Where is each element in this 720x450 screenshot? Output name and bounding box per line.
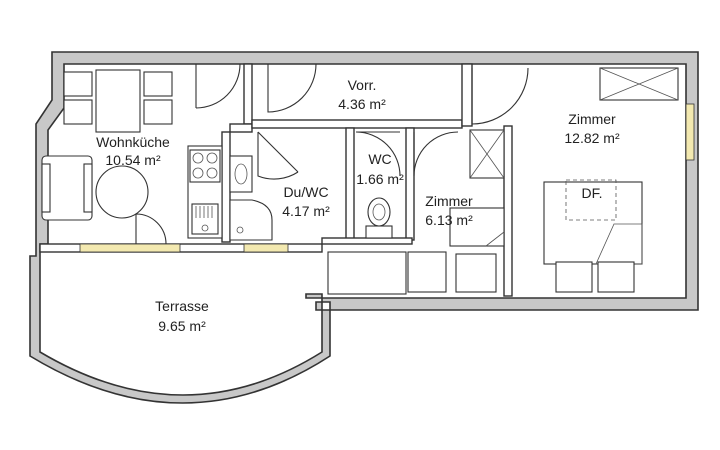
door-zimmer-big [471,67,529,125]
bed [543,181,643,293]
windows [79,103,695,253]
door-wc [355,131,401,177]
label-duwc-area: 4.17 m² [282,203,330,219]
label-wc-area: 1.66 m² [356,171,404,187]
desk-small [449,207,505,247]
label-vorr-name: Vorr. [348,77,377,93]
window-terrace-left [79,243,181,253]
label-terrasse-name: Terrasse [155,298,209,314]
label-vorr-area: 4.36 m² [338,96,386,112]
armchair [41,155,93,221]
label-zimmer-big-name: Zimmer [568,111,616,127]
label-zimmer-small-area: 6.13 m² [425,212,473,228]
door-zimmer-small [413,131,459,177]
door-duwc [257,131,299,180]
wardrobe-small [469,129,505,179]
door-kitchen-terrace [135,213,167,245]
dining-set [63,69,173,133]
label-zimmer-big-area: 12.82 m² [564,130,620,146]
label-wohnkueche-name: Wohnküche [96,134,170,150]
interior-walls [39,63,513,297]
coffee-table [95,165,149,219]
door-vorr-right [267,63,317,113]
label-wc-name: WC [368,151,391,167]
label-zimmer-small-name: Zimmer [425,193,473,209]
label-terrasse-area: 9.65 m² [158,318,206,334]
shower-tray [229,199,273,241]
toilet [365,197,393,239]
kitchen-counter [187,145,223,239]
doors [135,63,529,245]
outer-wall [29,51,699,404]
label-skylight: DF. [582,185,603,201]
window-east [685,103,695,161]
skylight-frame [565,179,617,221]
wardrobe-big [599,67,679,101]
door-vorr-entry [195,63,241,109]
label-duwc-name: Du/WC [283,184,328,200]
label-wohnkueche-area: 10.54 m² [105,152,161,168]
bathroom-fixtures [229,155,273,241]
storage-row [327,251,497,295]
room-labels: Wohnküche 10.54 m² Vorr. 4.36 m² Zimmer … [96,77,620,334]
window-terrace-right [243,243,289,253]
